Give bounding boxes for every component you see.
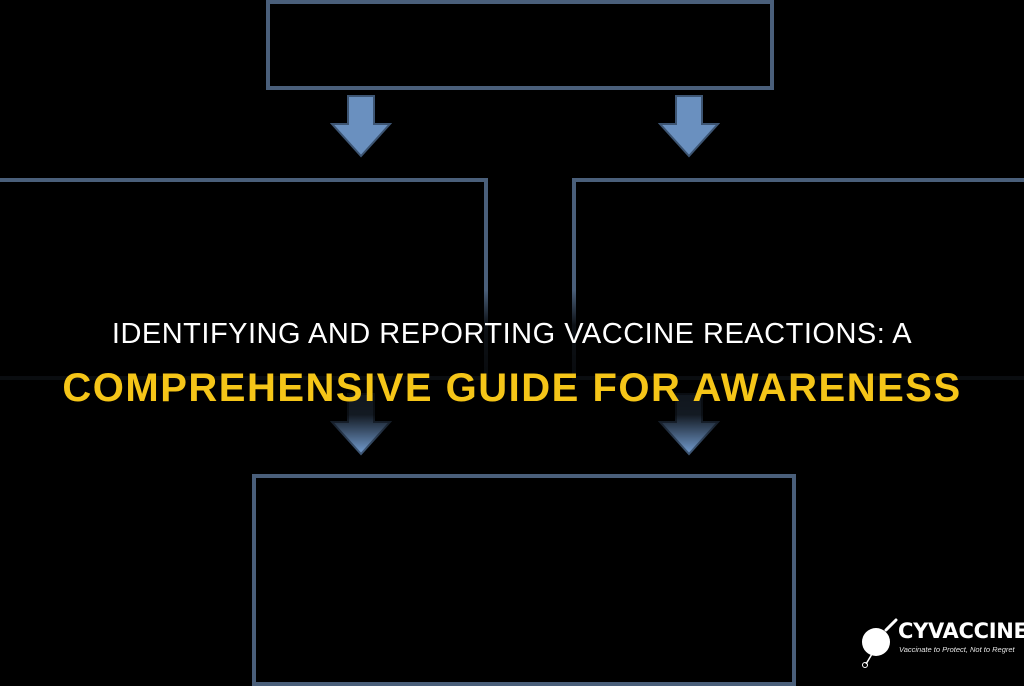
title-backdrop xyxy=(0,290,1024,450)
logo-name: CYVACCINE xyxy=(898,619,1024,643)
headline-line-2: COMPREHENSIVE GUIDE FOR AWARENESS xyxy=(62,366,962,410)
logo-tagline: Vaccinate to Protect, Not to Regret xyxy=(899,645,1015,654)
flowchart-box-bottom xyxy=(252,474,796,686)
flowchart-box-top xyxy=(266,0,774,90)
syringe-globe-icon xyxy=(862,618,898,668)
site-logo[interactable]: CYVACCINE Vaccinate to Protect, Not to R… xyxy=(858,618,1024,668)
headline-line-1: IDENTIFYING AND REPORTING VACCINE REACTI… xyxy=(111,318,913,350)
arrow-down-icon xyxy=(330,95,392,158)
arrow-down-icon xyxy=(658,95,720,158)
